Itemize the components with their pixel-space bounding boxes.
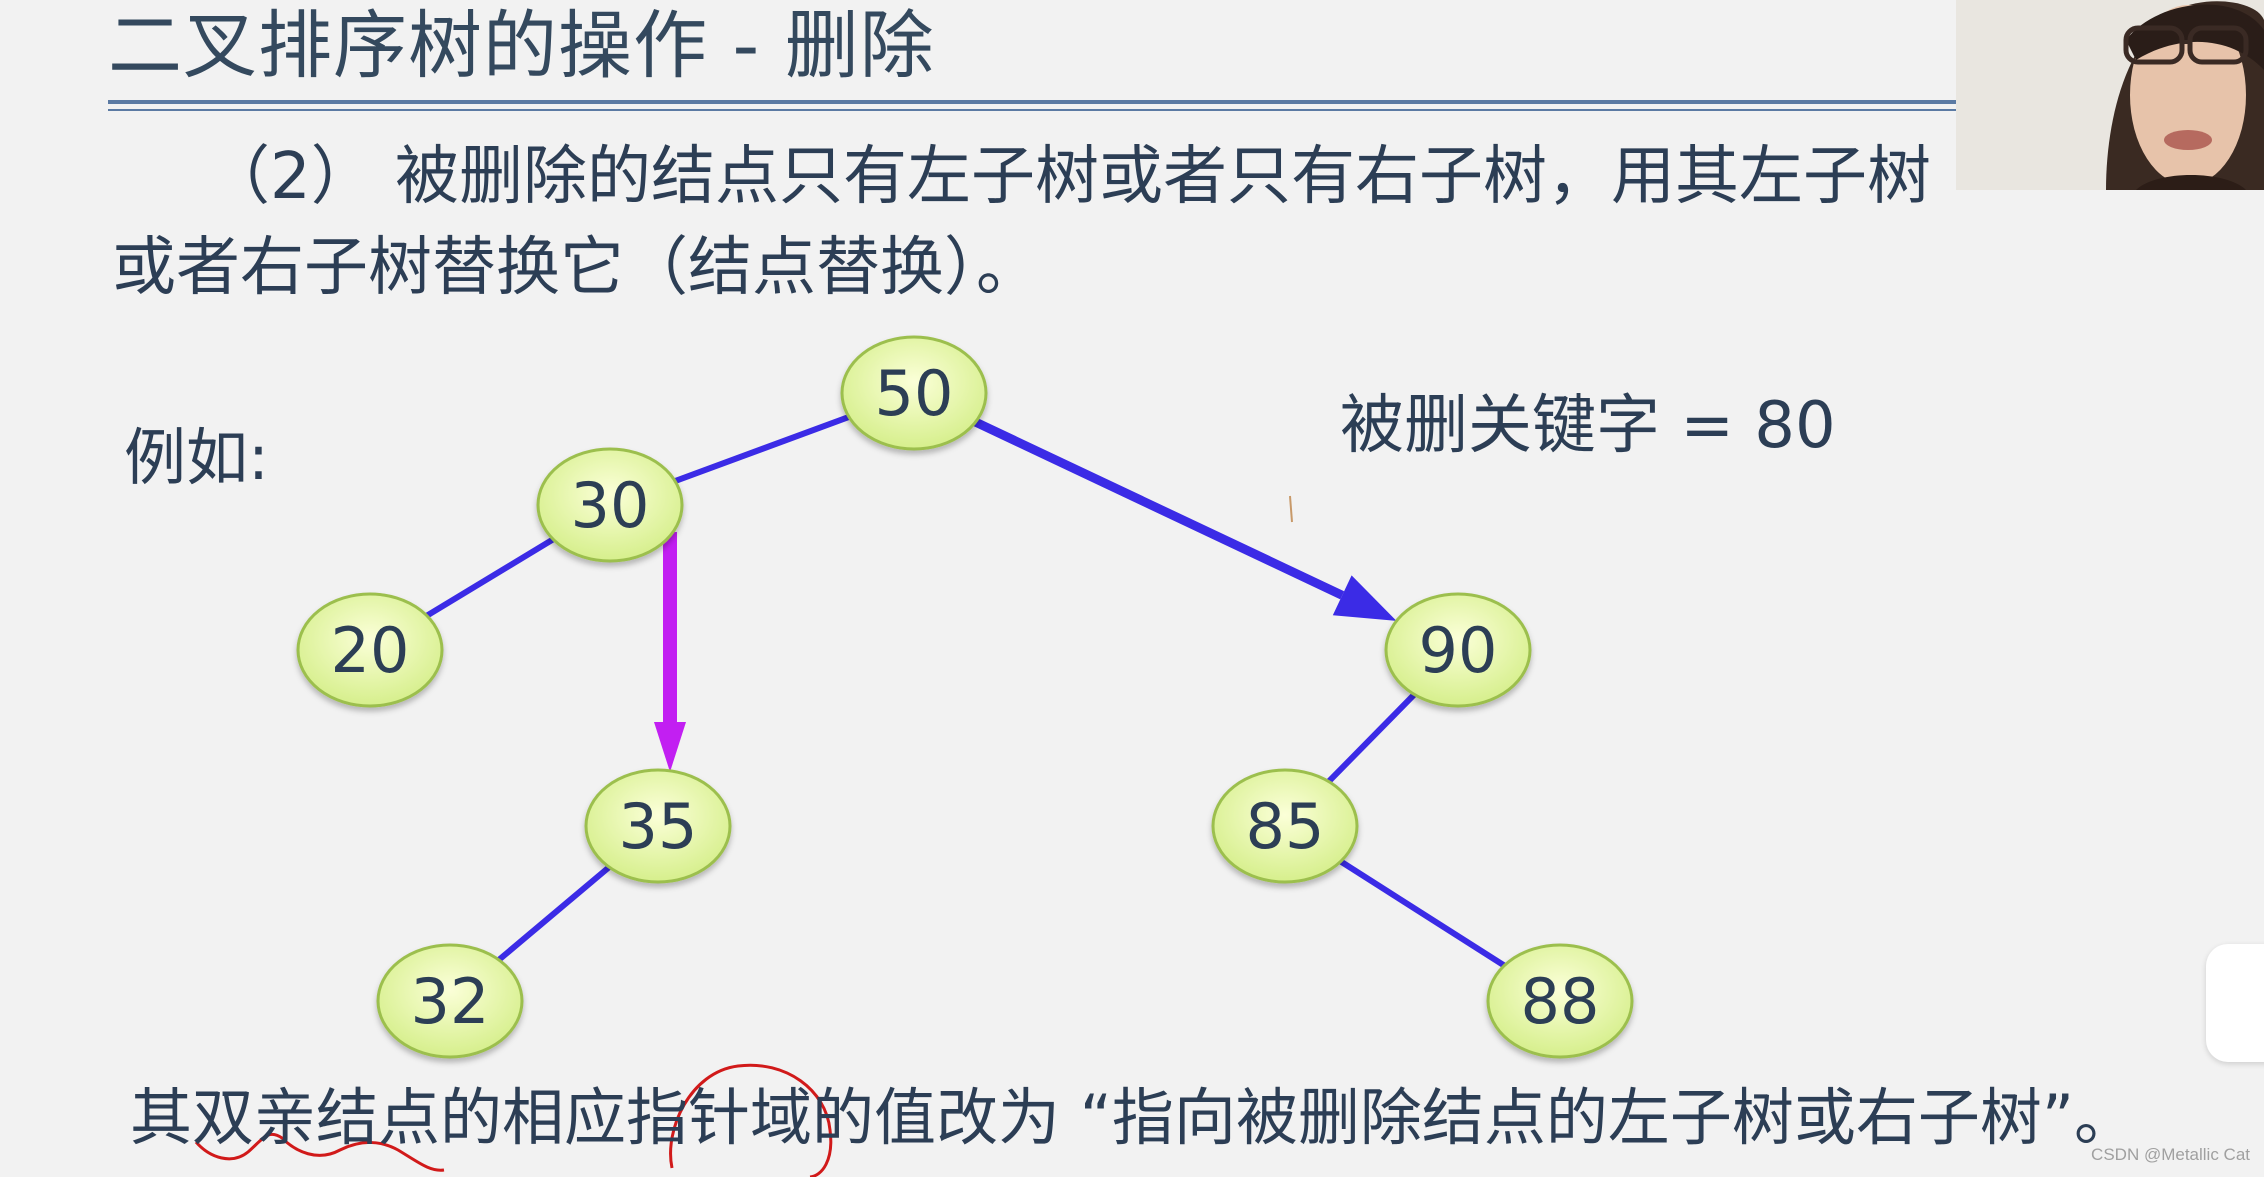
tree-edge-n35-n32 (496, 864, 612, 963)
tick-mark (1289, 495, 1293, 523)
tree-node-label: 30 (571, 469, 650, 542)
bottom-explanation-text: 其双亲结点的相应指针域的值改为 “指向被删除结点的左子树或右子树”。 (130, 1081, 2136, 1154)
tree-node-shape (296, 592, 444, 708)
tree-node-20: 20 (296, 592, 444, 708)
tree-edge-n30-n20 (425, 536, 555, 619)
title-divider (108, 100, 1956, 104)
tree-node-88: 88 (1486, 943, 1634, 1059)
tree-node-shape (840, 335, 988, 451)
tree-edge-n85-n88 (1339, 858, 1506, 969)
tree-node-50: 50 (840, 335, 988, 451)
tree-node-shape (1211, 768, 1359, 884)
red-circle-annotation (669, 1063, 833, 1177)
tree-node-label: 85 (1246, 790, 1325, 863)
handwritten-annotations (194, 495, 1293, 1177)
tree-node-label: 88 (1521, 965, 1600, 1038)
watermark: CSDN @Metallic Cat (2091, 1145, 2250, 1164)
tree-edges (425, 414, 1506, 969)
tree-arrow-shaft-n50-n90 (973, 418, 1345, 600)
tree-node-label: 90 (1419, 614, 1498, 687)
tree-node-30: 30 (536, 447, 684, 563)
side-floating-widget[interactable] (2206, 944, 2264, 1062)
tree-node-90: 90 (1384, 592, 1532, 708)
tree-node-32: 32 (376, 943, 524, 1059)
tree-node-label: 35 (619, 790, 698, 863)
tree-arrow-head-n50-n90 (1332, 575, 1397, 621)
tree-node-35: 35 (584, 768, 732, 884)
tree-node-shape (1486, 943, 1634, 1059)
tree-nodes: 50 30 20 35 32 90 85 88 (296, 335, 1634, 1059)
tree-edge-n90-n85 (1326, 692, 1417, 784)
tree-node-label: 50 (875, 357, 954, 430)
tree-node-label: 32 (411, 965, 490, 1038)
paragraph-line-1: （2） 被删除的结点只有左子树或者只有右子树，用其左子树 (206, 140, 1932, 214)
tree-node-shape (376, 943, 524, 1059)
presenter-video (1956, 0, 2264, 190)
tree-node-shape (536, 447, 684, 563)
title-divider-thin (108, 109, 1956, 111)
tree-node-shape (584, 768, 732, 884)
tree-arrow-head-n30-n35 (654, 722, 686, 772)
tree-node-label: 20 (331, 614, 410, 687)
tree-node-shape (1384, 592, 1532, 708)
webcam-overlay (1956, 0, 2264, 190)
deleted-key-label: 被删关键字 = 80 (1340, 389, 1836, 463)
paragraph-line-2: 或者右子树替换它（结点替换）。 (112, 231, 1040, 305)
tree-node-85: 85 (1211, 768, 1359, 884)
example-label: 例如: (124, 421, 269, 494)
red-underline-annotation (194, 1132, 445, 1172)
tree-edge-n50-n30 (674, 414, 850, 484)
slide-title: 二叉排序树的操作 - 删除 (108, 3, 935, 89)
